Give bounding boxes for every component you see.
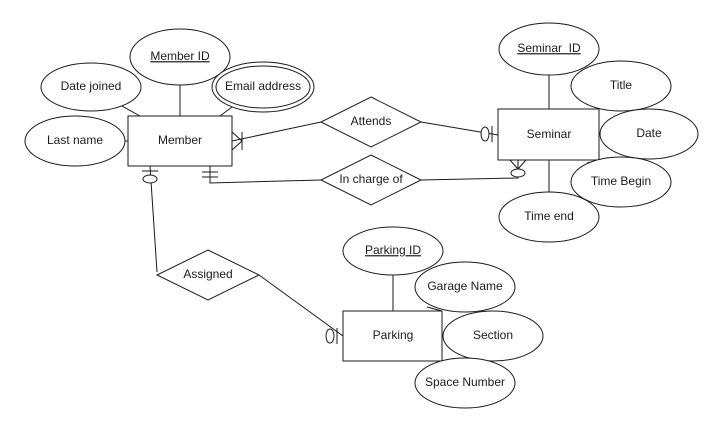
attribute-time-end-label: Time end	[524, 209, 574, 223]
attribute-time-begin-label: Time Begin	[591, 174, 651, 188]
attribute-date[interactable]: Date	[599, 108, 699, 160]
attribute-date-label: Date	[636, 126, 662, 140]
attribute-garage-name-label: Garage Name	[427, 279, 503, 293]
relationship-in-charge-of[interactable]: In charge of	[319, 154, 423, 206]
attribute-seminar-id-label: Seminar ID	[517, 41, 581, 55]
relationship-in-charge-of-label: In charge of	[339, 172, 403, 186]
entity-parking-label: Parking	[373, 328, 414, 342]
entity-member-label: Member	[158, 133, 202, 147]
garage-name-connector	[426, 306, 443, 312]
member-assigned-link	[149, 165, 158, 273]
attribute-title-label: Title	[610, 78, 633, 92]
attribute-seminar-id[interactable]: Seminar ID	[498, 22, 600, 76]
entity-parking[interactable]: Parking	[342, 310, 443, 362]
attribute-time-end[interactable]: Time end	[498, 191, 600, 243]
attribute-space-number[interactable]: Space Number	[414, 357, 516, 409]
cardinality-marks	[142, 126, 527, 344]
attribute-email-address[interactable]: Email address	[211, 61, 315, 113]
attribute-member-id-label: Member ID	[150, 49, 210, 63]
seminar-in-charge-zero-many	[509, 159, 527, 178]
attribute-garage-name[interactable]: Garage Name	[414, 261, 516, 313]
parking-assigned-zero-one	[325, 328, 338, 344]
member-attends-crowfoot	[231, 131, 243, 151]
relationship-assigned[interactable]: Assigned	[155, 249, 261, 301]
relationship-attends-label: Attends	[351, 114, 392, 128]
attribute-date-joined[interactable]: Date joined	[40, 62, 142, 112]
assigned-parking-link	[258, 274, 344, 337]
attribute-parking-id[interactable]: Parking ID	[342, 226, 444, 276]
attribute-email-address-label: Email address	[225, 79, 301, 93]
email-address-connector	[219, 106, 233, 117]
in-charge-seminar-link	[420, 160, 519, 181]
attribute-space-number-label: Space Number	[425, 375, 505, 389]
attribute-section[interactable]: Section	[442, 310, 544, 362]
relationship-assigned-label: Assigned	[183, 267, 232, 281]
attribute-parking-id-label: Parking ID	[365, 243, 421, 257]
attribute-time-begin[interactable]: Time Begin	[570, 156, 672, 208]
seminar-attends-zero-one	[480, 126, 493, 142]
entity-seminar[interactable]: Seminar	[497, 108, 600, 161]
attribute-last-name[interactable]: Last name	[24, 115, 126, 167]
relationship-attends[interactable]: Attends	[319, 96, 423, 148]
attribute-section-label: Section	[473, 328, 513, 342]
attribute-last-name-label: Last name	[47, 133, 103, 147]
member-in-charge-link	[209, 166, 322, 184]
date-joined-connector	[121, 105, 141, 117]
member-in-charge-one	[202, 171, 218, 178]
entity-member[interactable]: Member	[127, 115, 233, 167]
member-attends-link	[231, 121, 322, 142]
entity-seminar-label: Seminar	[527, 127, 572, 141]
attribute-member-id[interactable]: Member ID	[129, 28, 231, 86]
member-assigned-zero-one	[142, 170, 158, 184]
attribute-date-joined-label: Date joined	[61, 79, 122, 93]
attribute-title[interactable]: Title	[570, 60, 672, 112]
